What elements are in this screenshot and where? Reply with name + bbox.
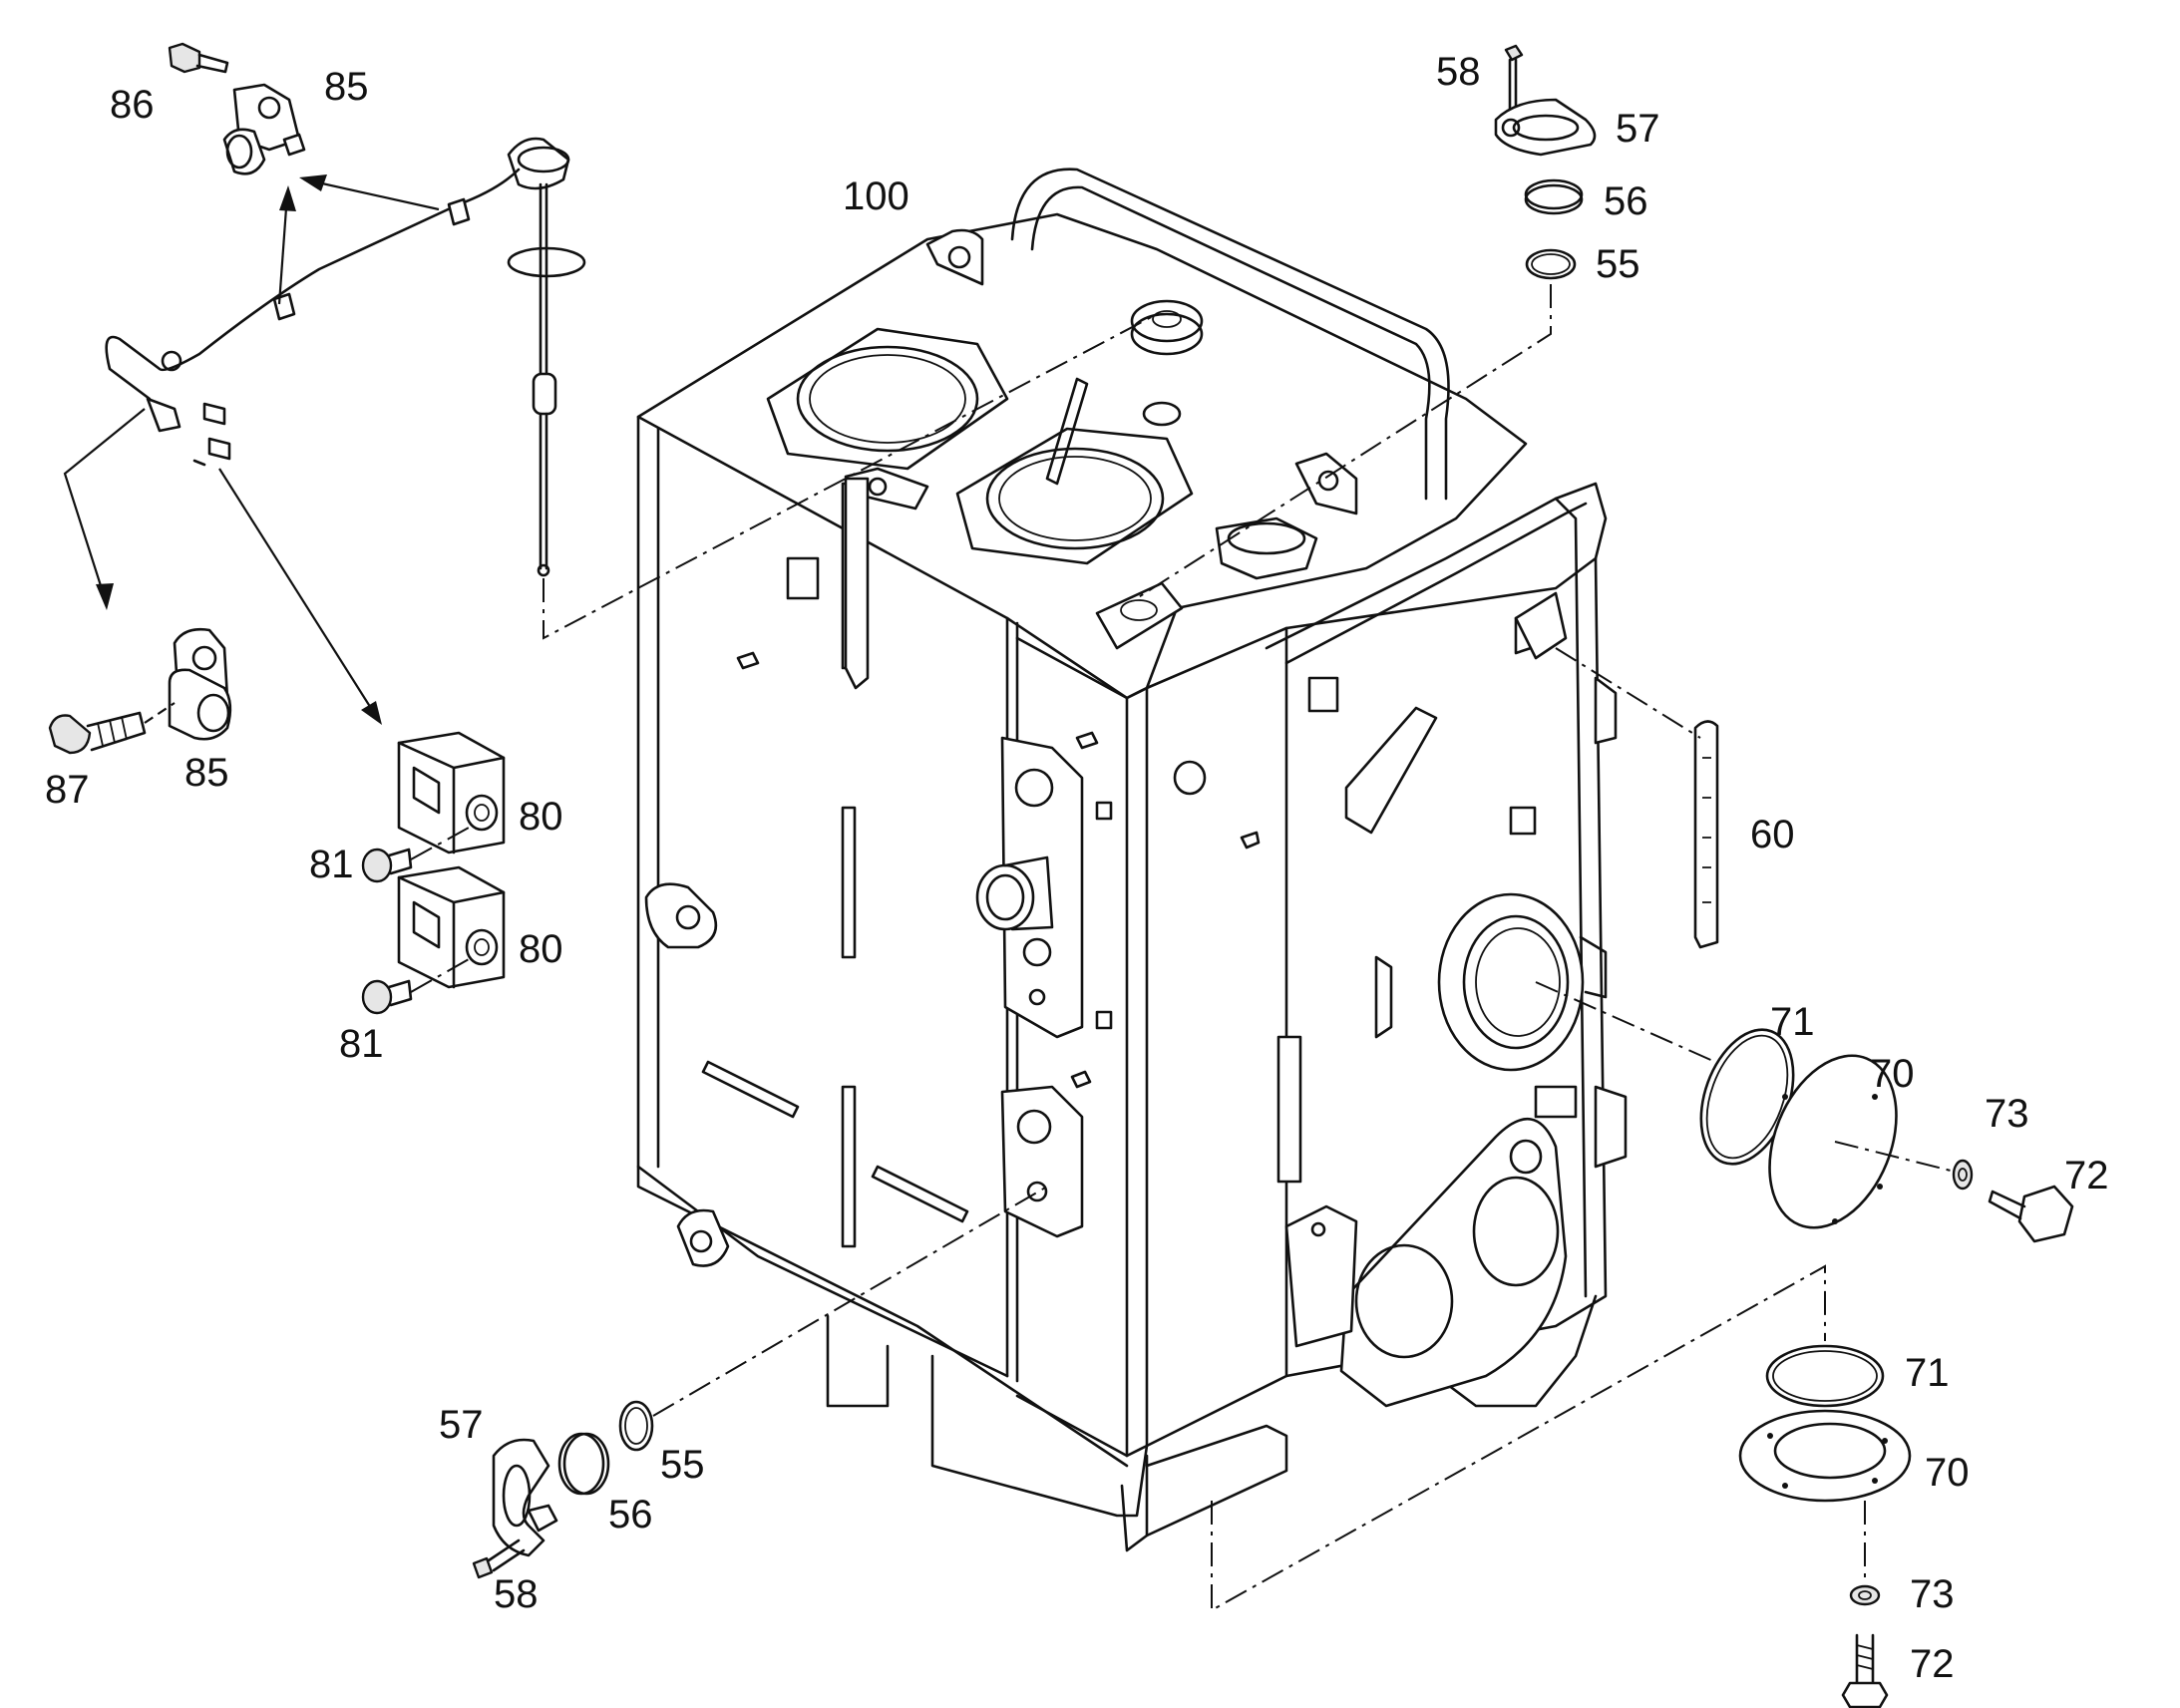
side-port-round <box>1437 892 1585 1072</box>
callout-72: 72 <box>1910 1642 1955 1686</box>
callout-85: 85 <box>324 65 369 109</box>
side-cover-plate <box>1339 1118 1568 1408</box>
top-port-right <box>955 427 1194 565</box>
callout-70: 70 <box>1925 1451 1970 1495</box>
level-sensor-assembly <box>63 137 1158 725</box>
callout-85: 85 <box>184 751 229 795</box>
callout-60: 60 <box>1750 813 1795 856</box>
top-flange-front <box>1095 581 1184 650</box>
callout-73: 73 <box>1910 1572 1955 1616</box>
callout-73: 73 <box>1985 1092 2029 1136</box>
housing-100 <box>636 168 1628 1552</box>
callout-71: 71 <box>1770 1000 1815 1044</box>
screw-81-upper <box>361 827 470 883</box>
callout-86: 86 <box>110 83 155 127</box>
callout-70: 70 <box>1870 1052 1915 1096</box>
front-port-plate-lower <box>1000 1085 1084 1238</box>
callout-55: 55 <box>1596 242 1640 286</box>
callout-100: 100 <box>843 174 909 218</box>
callout-56: 56 <box>608 1493 653 1537</box>
callout-58: 58 <box>1436 50 1481 94</box>
top-fitting <box>1215 516 1318 580</box>
top-clamp-set <box>1136 44 1597 599</box>
callout-58: 58 <box>494 1572 539 1616</box>
callout-56: 56 <box>1604 179 1648 223</box>
callout-57: 57 <box>1616 107 1660 151</box>
callout-55: 55 <box>660 1443 705 1487</box>
callout-81: 81 <box>309 843 354 886</box>
callout-87: 87 <box>45 768 90 812</box>
callout-81: 81 <box>339 1022 384 1066</box>
clip-85-upper <box>168 42 306 175</box>
top-boss-small <box>1130 299 1204 427</box>
callout-80: 80 <box>519 795 563 839</box>
callout-labels: 100 86 85 87 85 80 81 80 81 58 57 56 55 … <box>45 50 2109 1686</box>
bracket-80-lower <box>397 865 506 989</box>
callout-80: 80 <box>519 927 563 971</box>
screw-81-lower <box>361 958 470 1015</box>
sight-gauge-60 <box>1555 647 1719 949</box>
callout-57: 57 <box>439 1403 484 1447</box>
side-cover-set-upper <box>1535 981 2074 1243</box>
bracket-80-upper <box>397 731 506 854</box>
callout-71: 71 <box>1905 1351 1950 1395</box>
callout-72: 72 <box>2064 1154 2109 1197</box>
clip-85-lower <box>48 628 232 755</box>
top-port-left <box>766 327 1009 471</box>
front-clamp-set <box>472 1186 1048 1579</box>
front-port-plate-upper <box>975 736 1084 1039</box>
bottom-cover-set <box>1211 1264 1912 1708</box>
